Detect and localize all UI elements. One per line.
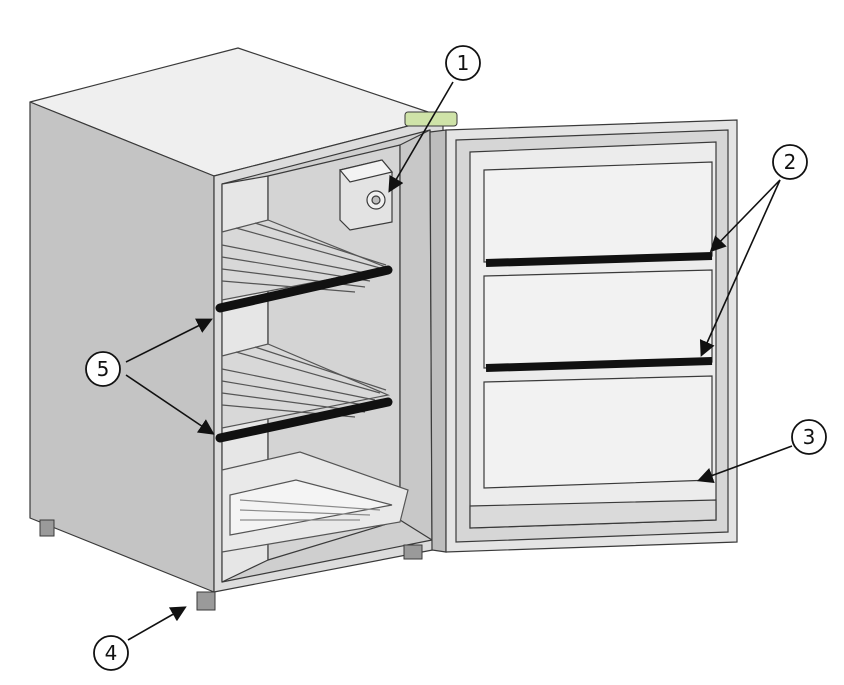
callout-label-1: 1 xyxy=(457,51,470,75)
door-bin-top xyxy=(483,161,713,263)
lower-shelf xyxy=(221,343,391,429)
callout-label-3: 3 xyxy=(803,425,816,449)
callout-4: 4 xyxy=(93,635,129,671)
lower-shelf-front-edge xyxy=(215,397,393,443)
crisper-tray xyxy=(221,451,409,553)
thermostat-icon xyxy=(338,159,394,231)
callout-1: 1 xyxy=(445,45,481,81)
door xyxy=(429,119,738,553)
callout-arrows xyxy=(125,81,793,641)
callout-label-2: 2 xyxy=(784,150,797,174)
door-bin-middle xyxy=(483,269,713,369)
callout-label-5: 5 xyxy=(97,357,110,381)
arrow-icon xyxy=(696,445,793,484)
callout-3: 3 xyxy=(791,419,827,455)
arrow-icon xyxy=(125,374,215,435)
door-bottom-rail xyxy=(469,499,717,529)
arrow-icon xyxy=(699,179,781,357)
callout-2: 2 xyxy=(772,144,808,180)
callout-label-4: 4 xyxy=(105,641,118,665)
foot-front-right xyxy=(403,544,423,560)
callout-5: 5 xyxy=(85,351,121,387)
arrow-icon xyxy=(127,606,187,641)
arrow-icon xyxy=(125,318,213,363)
upper-shelf-front-edge xyxy=(215,265,393,313)
foot-back-left xyxy=(39,519,55,537)
door-edge xyxy=(429,129,447,553)
feet xyxy=(39,519,423,611)
arrow-icon xyxy=(709,179,781,253)
interior-right-wall xyxy=(399,129,433,541)
door-shelf-edge-top xyxy=(485,252,713,267)
door-bin-bottom xyxy=(483,375,713,489)
door-shelf-edge-middle xyxy=(485,357,713,372)
arrow-icon xyxy=(388,81,454,193)
foot-front-left xyxy=(196,591,216,611)
cabinet-side xyxy=(29,101,215,593)
